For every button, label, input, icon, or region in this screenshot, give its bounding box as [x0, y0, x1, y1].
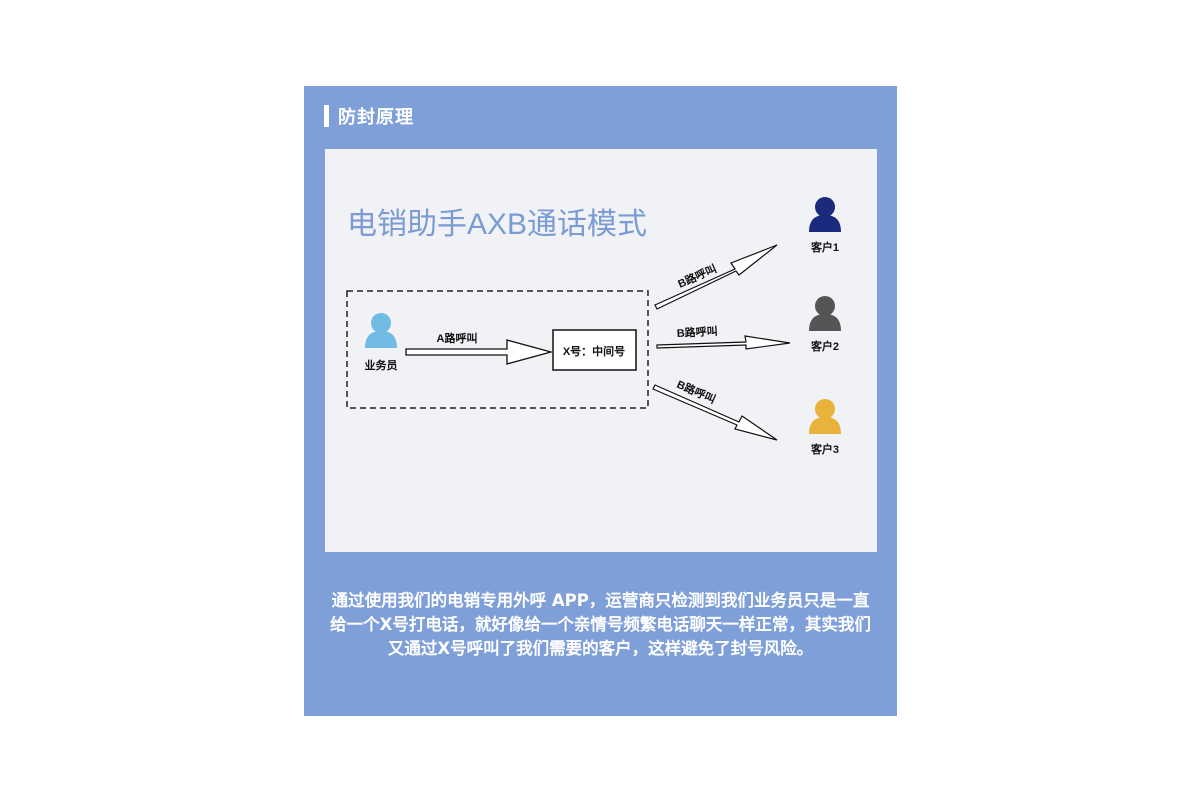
caption-highlight: 外呼 APP	[513, 591, 589, 610]
caption-after: ，运营商只检测到我们业务员只是一直给一个X号打电话，就好像给一个亲情号频繁电话聊…	[330, 591, 871, 658]
section-accent-bar	[324, 105, 329, 127]
b-call-label-3: B路呼叫	[675, 377, 718, 406]
customer-1-icon	[809, 197, 841, 232]
section-title: 防封原理	[338, 107, 414, 128]
caption-before: 通过使用我们的电销专用	[331, 591, 514, 610]
salesperson-icon	[365, 313, 397, 348]
diagram-panel: 电销助手AXB通话模式 业务员 A路呼叫 X号：中间号 B路呼叫 B路呼叫 B路…	[325, 149, 877, 552]
section-header: 防封原理	[324, 103, 414, 129]
info-card: 防封原理 电销助手AXB通话模式 业务员 A路呼叫	[304, 86, 897, 716]
dashed-group-box	[346, 290, 649, 409]
customer-3-icon	[809, 399, 841, 434]
a-call-arrow	[405, 339, 554, 365]
axb-diagram: 电销助手AXB通话模式 业务员 A路呼叫 X号：中间号 B路呼叫 B路呼叫 B路…	[346, 197, 841, 456]
a-call-label: A路呼叫	[437, 331, 478, 345]
customer-3-label: 客户3	[810, 442, 839, 456]
b-call-label-2: B路呼叫	[676, 324, 718, 340]
customer-2-label: 客户2	[810, 339, 839, 353]
caption-text: 通过使用我们的电销专用外呼 APP，运营商只检测到我们业务员只是一直给一个X号打…	[324, 589, 877, 661]
b-call-arrow-2	[656, 335, 791, 350]
middle-number-box	[552, 329, 637, 371]
diagram-title: 电销助手AXB通话模式	[347, 208, 647, 241]
middle-number-label: X号：中间号	[563, 344, 625, 358]
b-call-arrow-1	[654, 244, 778, 310]
customer-1-label: 客户1	[810, 240, 839, 254]
salesperson-label: 业务员	[365, 358, 398, 372]
customer-2-icon	[809, 296, 841, 331]
b-call-arrow-3	[652, 384, 778, 441]
